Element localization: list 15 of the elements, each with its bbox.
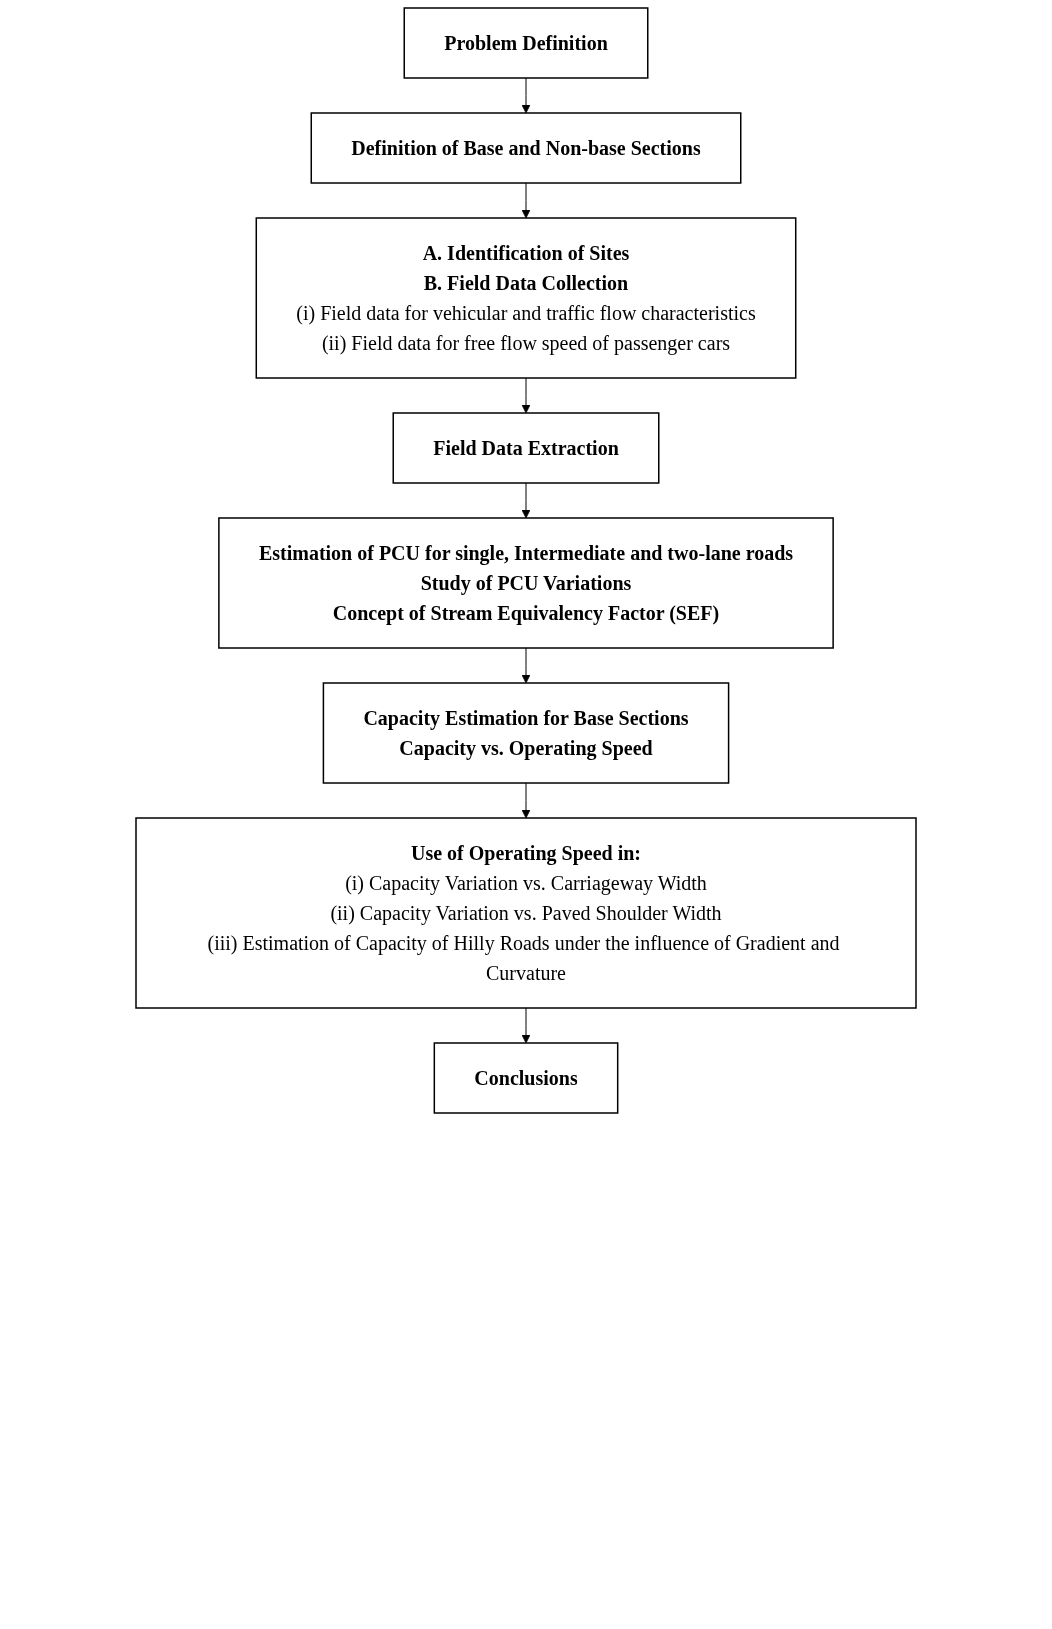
- node-box: Problem Definition: [403, 7, 649, 79]
- node-box: Definition of Base and Non-base Sections: [310, 112, 742, 184]
- node-box: Use of Operating Speed in: (i) Capacity Variation vs. Carriageway Width (ii) Capacity Variation vs. Paved Shoulder Width (iii) Estimation of Capacity of Hilly Roads under the influence of Gradient and Curvature: [135, 817, 917, 1009]
- node-box: Field Data Extraction: [392, 412, 660, 484]
- arrow: [521, 647, 531, 684]
- node-box: Estimation of PCU for single, Intermediate and two-lane roads Study of PCU Variations Concept of Stream Equivalency Factor (SEF): [218, 517, 834, 649]
- arrow: [521, 182, 531, 219]
- node-box: A. Identification of Sites B. Field Data Collection (i) Field data for vehicular and traffic flow characteristics (ii) Field data for free flow speed of passenger cars: [255, 217, 797, 379]
- arrow: [521, 482, 531, 519]
- node-box: Capacity Estimation for Base Sections Capacity vs. Operating Speed: [322, 682, 730, 784]
- node-box: Conclusions: [433, 1042, 619, 1114]
- arrow: [521, 77, 531, 114]
- arrow: [521, 782, 531, 819]
- arrow: [521, 377, 531, 414]
- arrow: [521, 1007, 531, 1044]
